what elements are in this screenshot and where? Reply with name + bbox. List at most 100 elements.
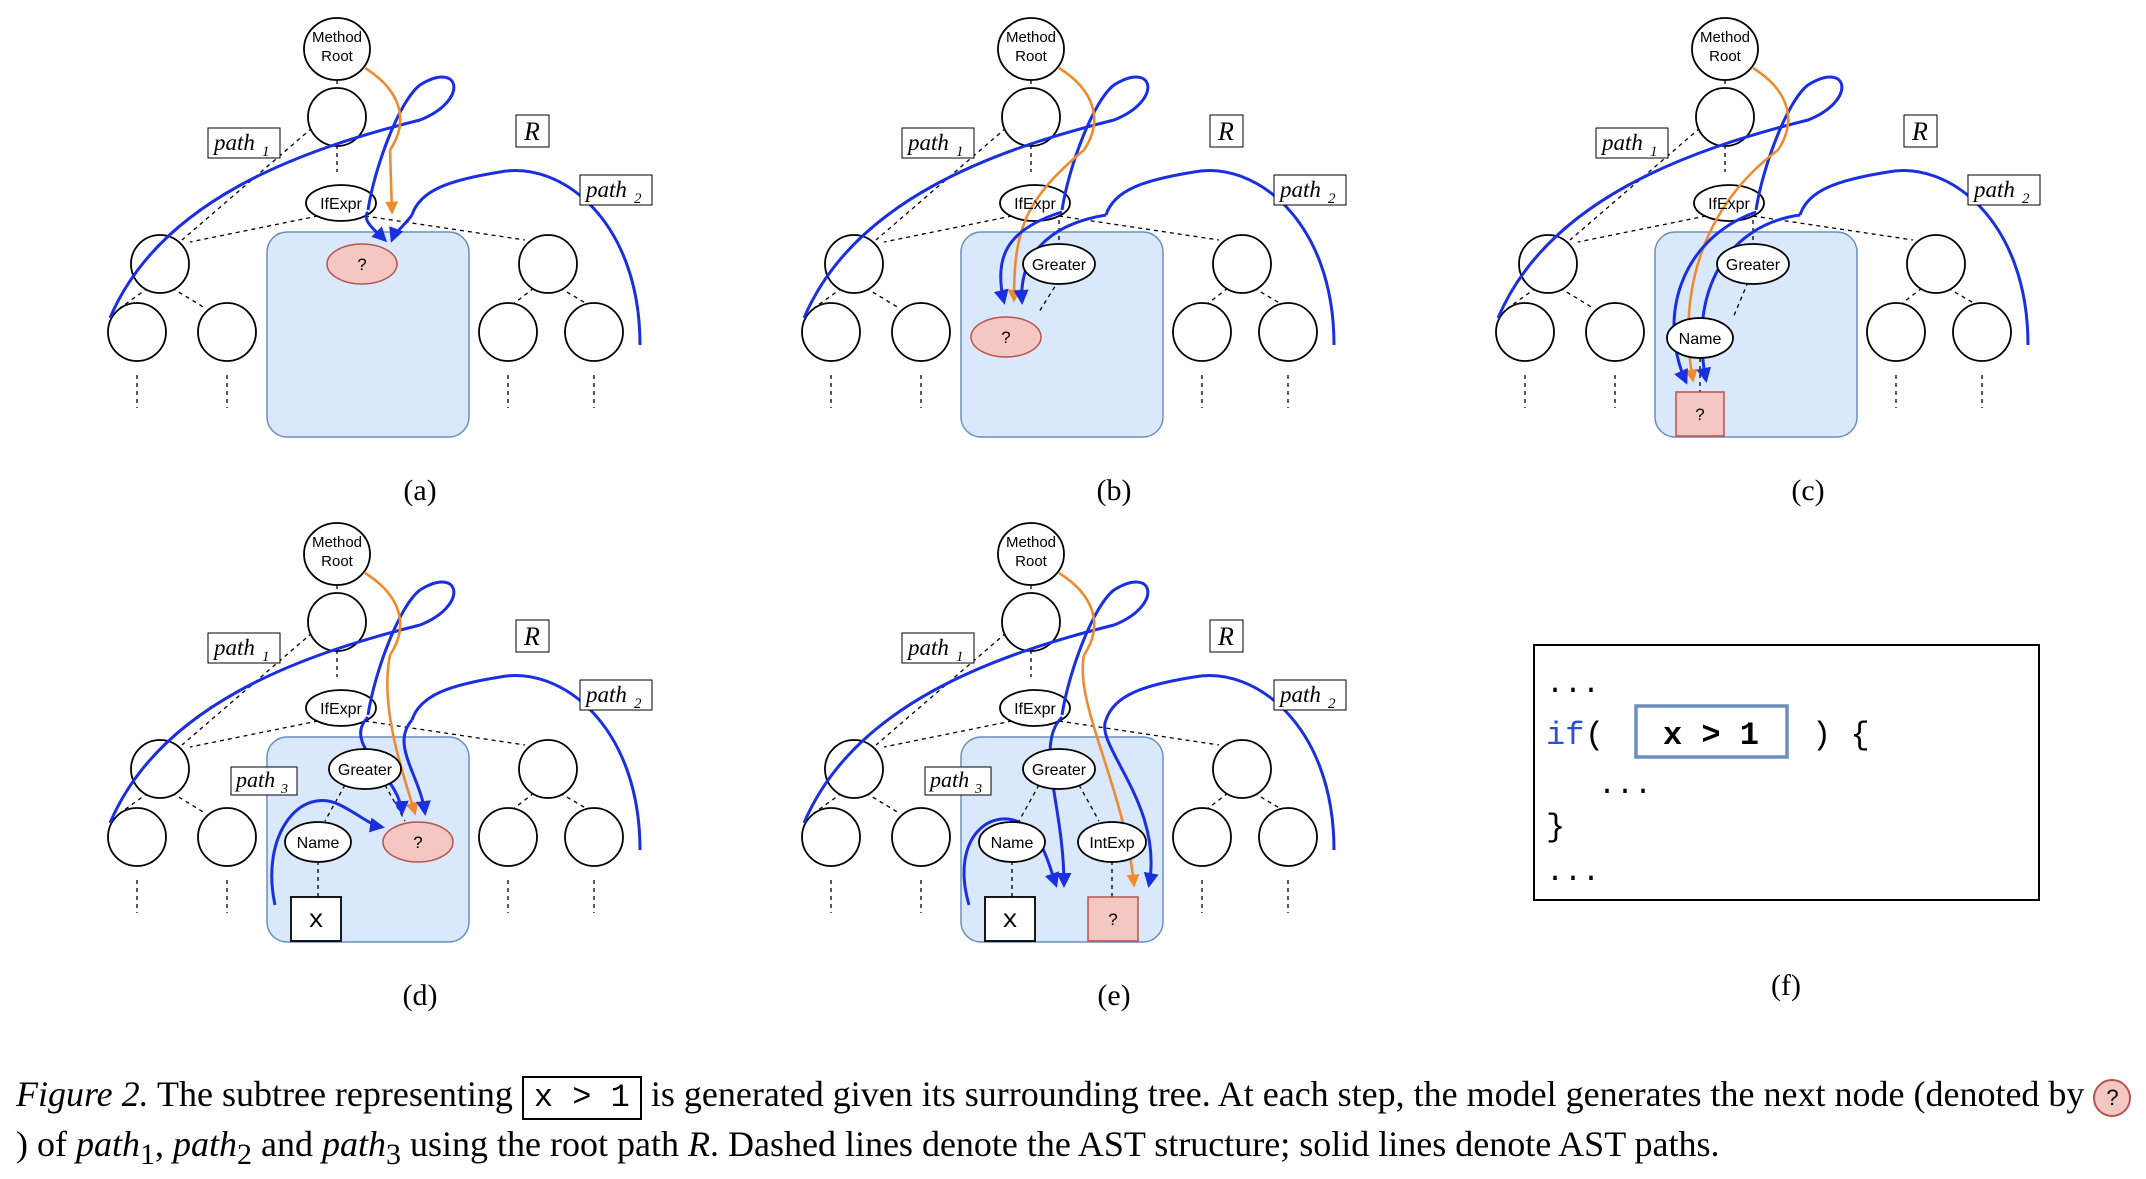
path1-label: path 1 xyxy=(1595,127,1669,160)
svg-text:Name: Name xyxy=(297,835,340,852)
svg-text:?: ? xyxy=(1695,405,1704,424)
code-box xyxy=(1533,644,2040,901)
svg-text:path: path xyxy=(928,767,969,792)
panel-f: ... if ( x > 1 ) { ... } ... (f) xyxy=(1533,644,2040,1002)
generated-region xyxy=(1654,231,1858,438)
x-token-node xyxy=(984,896,1036,942)
svg-text:R: R xyxy=(1217,117,1234,146)
svg-text:2: 2 xyxy=(634,191,642,207)
unknown-node xyxy=(382,821,454,863)
svg-text:...: ... xyxy=(1546,668,1600,702)
subfigure-label-b: (b) xyxy=(1097,474,1132,507)
svg-text:1: 1 xyxy=(956,144,964,160)
svg-text:...: ... xyxy=(1598,769,1652,803)
svg-text:path: path xyxy=(234,767,275,792)
svg-text:2: 2 xyxy=(1328,696,1336,712)
path2-label: path 2 xyxy=(579,679,653,712)
svg-text:Root: Root xyxy=(1015,553,1048,570)
panel-d: Greater Name ? x Method Root IfExpr path… xyxy=(106,521,653,1012)
svg-text:IfExpr: IfExpr xyxy=(320,701,362,718)
subfigure-label-d: (d) xyxy=(403,979,438,1012)
subfigure-label-c: (c) xyxy=(1791,474,1824,507)
panel-c: Greater Name ? Method Root IfExpr path 1… xyxy=(1494,16,2041,507)
root-path-label: R xyxy=(515,619,550,653)
path2-label: path 2 xyxy=(1273,679,1347,712)
unknown-node xyxy=(326,243,398,285)
svg-text:Root: Root xyxy=(1709,48,1742,65)
name-label: Name xyxy=(1679,331,1722,348)
ifexpr-label: IfExpr xyxy=(320,196,362,213)
svg-text:...: ... xyxy=(1546,856,1600,890)
svg-text:) {: ) { xyxy=(1812,717,1870,754)
svg-text:R: R xyxy=(1911,117,1928,146)
panel-b: Greater ? Method Root IfExpr path 1 path… xyxy=(800,16,1347,507)
svg-text:R: R xyxy=(523,622,540,651)
figure-label: Figure 2. xyxy=(16,1074,149,1114)
svg-text:path: path xyxy=(584,177,627,202)
svg-text:Method: Method xyxy=(1700,29,1750,46)
x-token-node xyxy=(290,896,342,942)
svg-text:path: path xyxy=(212,635,255,660)
svg-text:?: ? xyxy=(413,833,422,852)
svg-text:IfExpr: IfExpr xyxy=(1708,196,1750,213)
svg-text:R: R xyxy=(1217,622,1234,651)
svg-text:R: R xyxy=(523,117,540,146)
panel-e: Greater Name IntExp x ? Method Root IfEx… xyxy=(800,521,1347,1012)
svg-text:path: path xyxy=(906,130,949,155)
svg-text:3: 3 xyxy=(974,782,982,797)
svg-text:1: 1 xyxy=(262,144,270,160)
svg-text:path: path xyxy=(584,682,627,707)
svg-text:(: ( xyxy=(1585,717,1604,754)
svg-text:?: ? xyxy=(1108,910,1117,929)
unknown-node xyxy=(1675,391,1725,437)
svg-text:Method: Method xyxy=(1006,29,1056,46)
svg-text:1: 1 xyxy=(1650,144,1658,160)
path1-label: path 1 xyxy=(901,127,975,160)
root-path-label: R xyxy=(1903,114,1938,148)
intexp-label: IntExp xyxy=(1089,835,1134,852)
svg-text:Greater: Greater xyxy=(338,762,393,779)
svg-text:}: } xyxy=(1546,809,1565,846)
path1-label: path 1 xyxy=(207,127,281,160)
subfigure-label-e: (e) xyxy=(1097,979,1130,1012)
method-root-label: Method xyxy=(312,29,362,46)
svg-text:1: 1 xyxy=(956,649,964,665)
svg-text:IfExpr: IfExpr xyxy=(1014,196,1056,213)
svg-text:Method: Method xyxy=(1006,534,1056,551)
root-path-label: R xyxy=(1209,619,1244,653)
svg-text:Method: Method xyxy=(312,534,362,551)
root-path-label: R xyxy=(1209,114,1244,148)
svg-text:2: 2 xyxy=(1328,191,1336,207)
svg-text:path: path xyxy=(212,130,255,155)
svg-text:3: 3 xyxy=(280,782,288,797)
path3-label: path 3 xyxy=(924,766,992,797)
svg-text:Root: Root xyxy=(321,48,354,65)
path1-label: path 1 xyxy=(207,632,281,665)
svg-text:Name: Name xyxy=(991,835,1034,852)
figure-caption: Figure 2. The subtree representing x > 1… xyxy=(16,1070,2136,1179)
path2-label: path 2 xyxy=(1967,174,2041,207)
svg-text:x: x xyxy=(1002,905,1018,935)
generated-region xyxy=(960,231,1164,438)
subfigure-label-f: (f) xyxy=(1771,969,1801,1002)
svg-text:Root: Root xyxy=(1015,48,1048,65)
svg-text:path: path xyxy=(1278,682,1321,707)
svg-text:path: path xyxy=(1600,130,1643,155)
if-keyword: if xyxy=(1546,717,1584,754)
path1-label: path 1 xyxy=(901,632,975,665)
caption-code-box: x > 1 xyxy=(521,1076,642,1120)
svg-text:Greater: Greater xyxy=(1726,257,1781,274)
svg-text:Greater: Greater xyxy=(1032,762,1087,779)
root-path-label: R xyxy=(515,114,550,148)
path2-label: path 2 xyxy=(1273,174,1347,207)
svg-text:path: path xyxy=(906,635,949,660)
unknown-node-marker: ? xyxy=(2093,1078,2132,1117)
path3-label: path 3 xyxy=(230,766,298,797)
svg-text:x > 1: x > 1 xyxy=(1663,717,1759,754)
svg-text:2: 2 xyxy=(2022,191,2030,207)
root-path-symbol: R xyxy=(687,1124,710,1164)
svg-text:?: ? xyxy=(357,255,366,274)
subfigure-label-a: (a) xyxy=(403,474,436,507)
unknown-node xyxy=(970,316,1042,358)
